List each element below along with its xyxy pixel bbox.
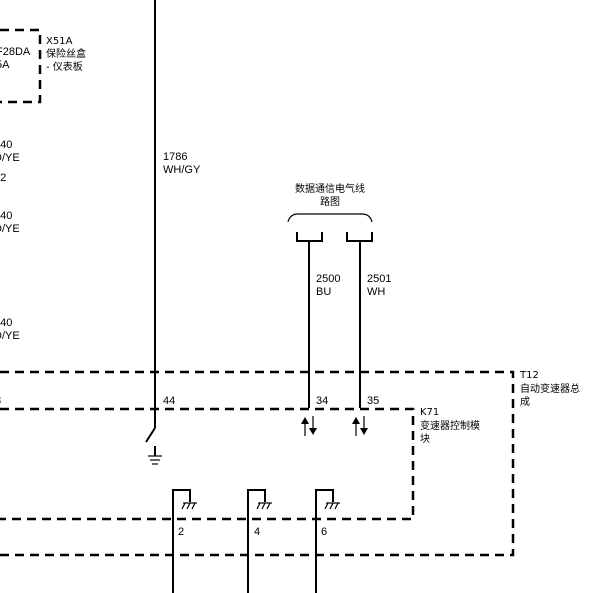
left-wire5-number: 840 [0, 317, 12, 329]
bottom-pin-2: 4 [254, 526, 260, 538]
ground-switch-blade [145, 427, 156, 443]
left-wire3-color: D/YE [0, 223, 20, 235]
module-name-line1: 变速器控制模 [420, 419, 480, 432]
left-wire3-number: 840 [0, 210, 12, 222]
bidirectional-arrow-icon-a [301, 416, 317, 436]
fuse-box-outline [0, 28, 42, 104]
bottom-ground-2: 4 [247, 489, 272, 593]
module-outline [0, 407, 415, 521]
wire-a-number: 2500 [316, 273, 340, 285]
wire-b-number: 2501 [367, 273, 391, 285]
module-name-line2: 块 [420, 433, 430, 445]
left-wire1-number: 840 [0, 139, 12, 151]
bottom-ground-3-wire [315, 489, 334, 593]
data-comm-bracket [287, 213, 373, 223]
wire-a-top-connector [296, 232, 323, 242]
left-wire5-color: D/YE [0, 330, 20, 342]
left-wire-labels: 840 D/YE 32 840 D/YE 6 840 D/YE 8 [0, 139, 20, 407]
left-wire2-label: 32 [0, 172, 6, 184]
ground-wire-color: WH/GY [163, 164, 201, 176]
ground-wire-pin: 44 [163, 395, 175, 407]
module-id: K71 [420, 407, 439, 418]
assembly-name-line2: 成 [520, 396, 530, 408]
wire-b-pin: 35 [367, 395, 379, 407]
left-pin-label: 8 [0, 395, 1, 407]
ground-wire-number: 1786 [163, 151, 187, 163]
bottom-ground-2-wire [247, 489, 266, 593]
ground-wire: 1786 WH/GY 44 [145, 0, 201, 465]
bottom-pin-3: 6 [321, 526, 327, 538]
data-comm-title-line1: 数据通信电气线 [295, 182, 365, 195]
data-comm-title-line2: 路图 [320, 195, 340, 208]
wire-b-color: WH [367, 286, 385, 298]
assembly-id: T12 [519, 370, 539, 381]
fuse-box: X51A 保险丝盒 - 仪表板 F28DA 5A [0, 28, 86, 104]
assembly-outline [0, 370, 515, 557]
fuse-id: F28DA [0, 46, 31, 58]
bottom-ground-1: 2 [172, 489, 197, 593]
wire-b-top-connector [346, 232, 373, 242]
assembly-name-line1: 自动变速器总 [520, 382, 580, 395]
comm-wires: 2500 BU 2501 WH 34 35 [308, 241, 391, 408]
bidirectional-arrow-icon-b [352, 416, 368, 436]
bottom-ground-3: 6 [315, 489, 340, 593]
fuse-box-connector: X51A [46, 36, 73, 47]
wire-a-pin: 34 [316, 395, 328, 407]
wire-a-color: BU [316, 286, 331, 298]
fuse-box-name-line1: 保险丝盒 [46, 47, 86, 60]
data-comm-reference: 数据通信电气线 路图 [287, 182, 373, 242]
control-module: K71 变速器控制模 块 [0, 407, 480, 521]
transmission-assembly: T12 自动变速器总 成 [0, 370, 580, 557]
bottom-ground-1-wire [172, 489, 191, 593]
fuse-box-name-line2: - 仪表板 [46, 60, 83, 73]
fuse-rating: 5A [0, 59, 10, 71]
left-wire1-color: D/YE [0, 152, 20, 164]
bottom-pin-1: 2 [178, 526, 184, 538]
